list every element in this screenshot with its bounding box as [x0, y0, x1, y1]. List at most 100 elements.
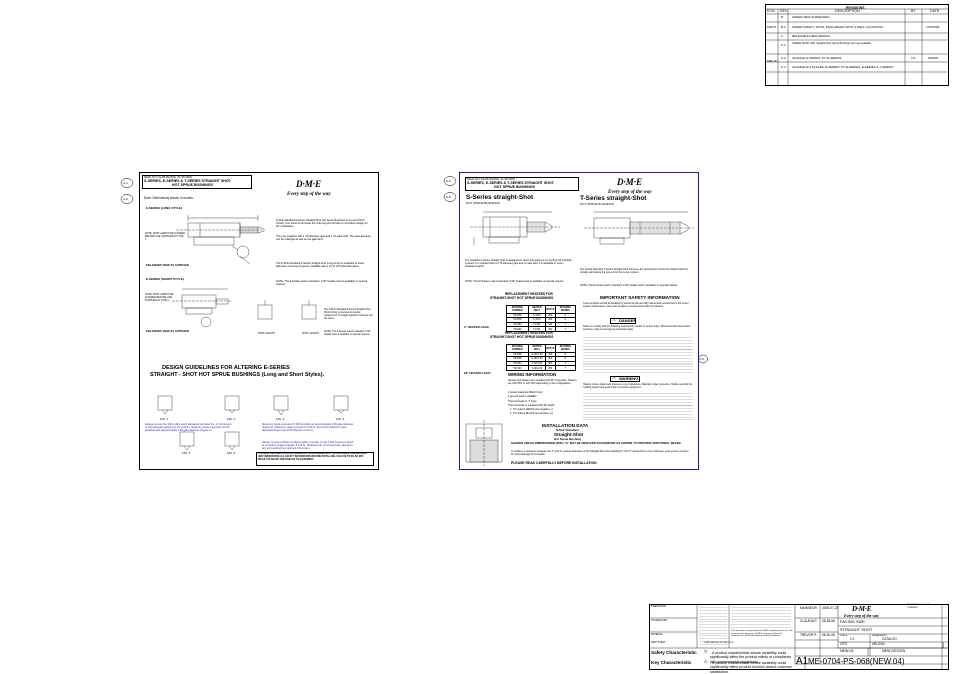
right-dme-logo: D·M·E	[617, 177, 643, 187]
t-series-subtitle: HOT SPRUE BUSHINGS	[580, 202, 614, 206]
callout-c4: C-4	[446, 179, 451, 183]
rev-row-6-rev: C.3	[781, 65, 786, 69]
short-style-paragraph-4: NOTE: The E header lead is standard. A 9…	[324, 330, 371, 336]
table-header-cell: BUSHING SERIES	[554, 344, 577, 353]
warning-paragraph: Heating molten plastic and pressure is v…	[583, 383, 693, 389]
tb-scale-label: SCALE	[840, 635, 848, 637]
table-header-cell: BUSHING NUMBER	[506, 305, 529, 314]
tb-dme-logo: D·M·E	[852, 605, 872, 613]
safety-paragraph: These products should be installed by pe…	[583, 302, 689, 308]
rev-header-ecn: ECN	[767, 9, 775, 13]
tb-department-value: CATALOG	[882, 637, 897, 641]
tb-status-2: NEW DESIGN	[882, 649, 906, 653]
left-header-line3: HOT SPRUE BUSHINGS	[172, 183, 213, 187]
tb-drawing-title-2: STRAIGHT SHOT	[840, 627, 873, 632]
tb-label-tolerances: TOLERANCES	[651, 619, 668, 622]
fig-short-label-a: SHOT LENGTH	[258, 332, 275, 335]
safety-characteristic-label: Safety Characteristic	[651, 650, 697, 655]
replacement-heaters-title-4: STRAIGHT-SHOT HOT SPRUE BUSHINGS	[490, 335, 554, 339]
installation-title: INSTALLATION DATA	[542, 423, 589, 428]
rev-row-3-desc: RELEASE IN NEW DESIGN	[792, 34, 830, 38]
table-header-cell: HEATER ONLY	[527, 344, 546, 353]
wiring-item-1: 2 power leads are Black Color.	[508, 391, 544, 394]
short-style-paragraph: The D-M-E Standard E-Series Straight-sho…	[276, 262, 365, 269]
tb-sheet-value: HB-GS4	[872, 642, 885, 646]
rev-row-4-rev: C.1	[781, 43, 786, 47]
rev-row-4-desc: ADDED NOTE: IMP. Straight-Shot Sprue Bus…	[792, 42, 872, 45]
s-series-title: S-Series straight-Shot	[466, 194, 534, 201]
fig-3-label: FIG. 3	[276, 417, 285, 421]
warning-label: WARNING	[619, 376, 639, 381]
t-series-note: NOTE: The E header lead is standard. A 9…	[580, 284, 678, 287]
guideline-paragraph-fig56: Always remove sufficient surface profile…	[262, 441, 354, 451]
fig-5-label: FIG. 5	[182, 451, 191, 455]
left-dme-tagline: Every step of the way	[287, 192, 331, 197]
short-style-paragraph-3: The D-M-E Standard E-Series Straight-Sho…	[324, 308, 373, 320]
right-header-line2: S-SERIES, E-SERIES & T-SERIES STRAIGHT S…	[467, 181, 554, 185]
tb-dwg-number: ME-0704-PS-068(NEW.04)	[808, 657, 905, 666]
tb-checked-by: CLAUDIA P.	[800, 619, 818, 623]
guideline-paragraph-fig12: Always remove the 1/16 orifice stock all…	[145, 423, 232, 433]
rev-header-desc: DESCRIPTION	[835, 9, 860, 13]
wiring-paragraph: Square Coil Heaters are supplied with 48…	[508, 379, 577, 385]
table-header-cell: BUSHING NUMBER	[506, 344, 529, 353]
tb-company-address: MILACRON LLC, D-M-E COMPANY	[907, 604, 931, 609]
s-series-paragraph: The standard S-Series Straight-Shot is d…	[465, 259, 572, 268]
safety-detail-paragraph	[583, 336, 693, 374]
table-header-cell: HEATER ONLY	[527, 305, 546, 314]
tb-scale-value: 1:1	[850, 637, 855, 641]
safety-title: IMPORTANT SAFETY INFORMATION	[600, 295, 680, 300]
s-series-note: NOTE: The E Header Lead is standard. A 9…	[465, 280, 564, 283]
key-characteristic-text: - A product characteristic whose variabi…	[710, 661, 792, 674]
rev-row-5-desc: CHANGE 'E-SERIES' TO 'E-SERIES'	[792, 56, 842, 60]
warning-icon: ⚠	[612, 375, 617, 380]
table-header-cell: WATTS	[544, 305, 556, 314]
callout-c5: C-5	[446, 195, 451, 199]
replacement-heaters-title-2: STRAIGHT-SHOT HOT SPRUE BUSHINGS	[490, 296, 554, 300]
rev-header-by: BY	[911, 9, 916, 13]
tb-approved-date: 08-30-08	[822, 633, 835, 637]
right-dme-tagline: Every step of the way	[608, 190, 652, 195]
tb-size: A1	[796, 656, 809, 667]
tb-third-angle-label: THIRD ANGLE PROJECTION	[704, 642, 734, 644]
right-header-line3: HOT SPRUE BUSHINGS	[494, 185, 535, 189]
warning-detail-paragraph	[583, 392, 693, 420]
tb-drawn-by: MAINSEUR	[800, 606, 817, 610]
left-dme-logo: D·M·E	[296, 179, 322, 189]
rev-row-5-rev: C.2	[781, 56, 786, 60]
fig-1-label: FIG. 1	[160, 417, 169, 421]
danger-icon: ⚠	[612, 317, 617, 322]
tb-status-1: NEW-04	[840, 649, 854, 653]
guidelines-title: DESIGN GUIDELINES FOR ALTERING E-SERIES	[162, 365, 290, 371]
tb-side-text: SIZE	[942, 642, 945, 648]
tb-legend-lines	[731, 606, 791, 628]
safety-characteristic-icon: ▽	[704, 649, 708, 654]
left-panel	[139, 172, 379, 470]
guidelines-subtitle: STRAIGHT - SHOT HOT SPRUE BUSHINGS (Long…	[150, 372, 325, 378]
revisions-title: REVISIONS	[846, 6, 865, 10]
wiring-item-4: Thermocouple is supplied with 48" leads:	[508, 404, 556, 407]
short-style-note-gate: NOTE: MUST ALWAYS BE ALTERED BEFORE USE.…	[145, 293, 174, 302]
heater-lead-90-label: 90° HEATER LEAD	[464, 371, 491, 375]
replacement-heaters-title-3: REPLACEMENT HEATERS FOR	[505, 331, 553, 335]
table-header-cell: WATTS	[544, 344, 556, 353]
tb-label-heat-treat: HEAT TREAT	[651, 641, 666, 644]
t-series-paragraph: The D-M-E Standard T-Series Straight-Sho…	[580, 268, 688, 274]
rev-row-6-desc: CHANGE W-2 PLACES 'E-SERIES' TO 'E-SERIE…	[792, 65, 894, 69]
safety-characteristic-text: - A product characteristic whose variabi…	[710, 651, 792, 664]
warning-badge	[610, 376, 640, 382]
table-cell: TS1500	[506, 365, 529, 371]
tb-sheet-label: GP3	[840, 642, 847, 646]
key-characteristic-label: Key Characteristic	[651, 660, 692, 665]
heater-lead-0-label: 0° HEATER LEAD	[464, 325, 489, 329]
tb-checked-date: 08-28-08	[822, 619, 835, 623]
rev-row-2-desc: ADDED SAFETY NOTE, ENGLARGED WITH & WELL…	[792, 25, 883, 29]
left-warning-text: THE WELL SIZE AND LOCATION SHOWN ON THIS…	[258, 453, 367, 461]
